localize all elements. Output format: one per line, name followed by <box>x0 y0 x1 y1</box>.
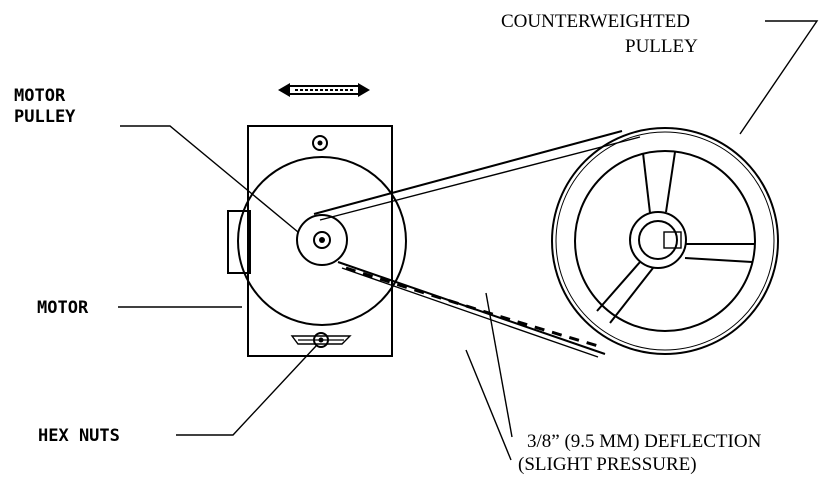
motor-pulley-label-line1: MOTOR <box>14 86 66 106</box>
motor-mount-plate <box>227 125 393 357</box>
deflection-leader <box>485 292 513 438</box>
counterweighted-pulley <box>551 127 779 355</box>
motor-pulley <box>296 214 348 266</box>
counterweighted-pulley-label-line1: COUNTERWEIGHTED <box>501 11 690 32</box>
drive-belt <box>313 130 641 358</box>
double-headed-arrow-icon <box>278 83 370 97</box>
motor-label: MOTOR <box>37 298 89 318</box>
counterweighted-pulley-label-line2: PULLEY <box>625 36 698 57</box>
motor-pulley-leader <box>120 125 299 233</box>
deflection-label-line1: 3/8” (9.5 MM) DEFLECTION <box>527 431 762 452</box>
motor-body <box>237 156 407 326</box>
counterweighted-leader <box>739 20 819 135</box>
deflection-label-line2: (SLIGHT PRESSURE) <box>518 454 697 475</box>
hex-nuts-label: HEX NUTS <box>38 426 120 446</box>
deflection-leader-corner <box>465 349 512 461</box>
motor-pulley-label-line2: PULLEY <box>14 107 76 127</box>
hex-nuts-leader <box>176 345 317 436</box>
hex-nut-slot <box>290 332 352 348</box>
